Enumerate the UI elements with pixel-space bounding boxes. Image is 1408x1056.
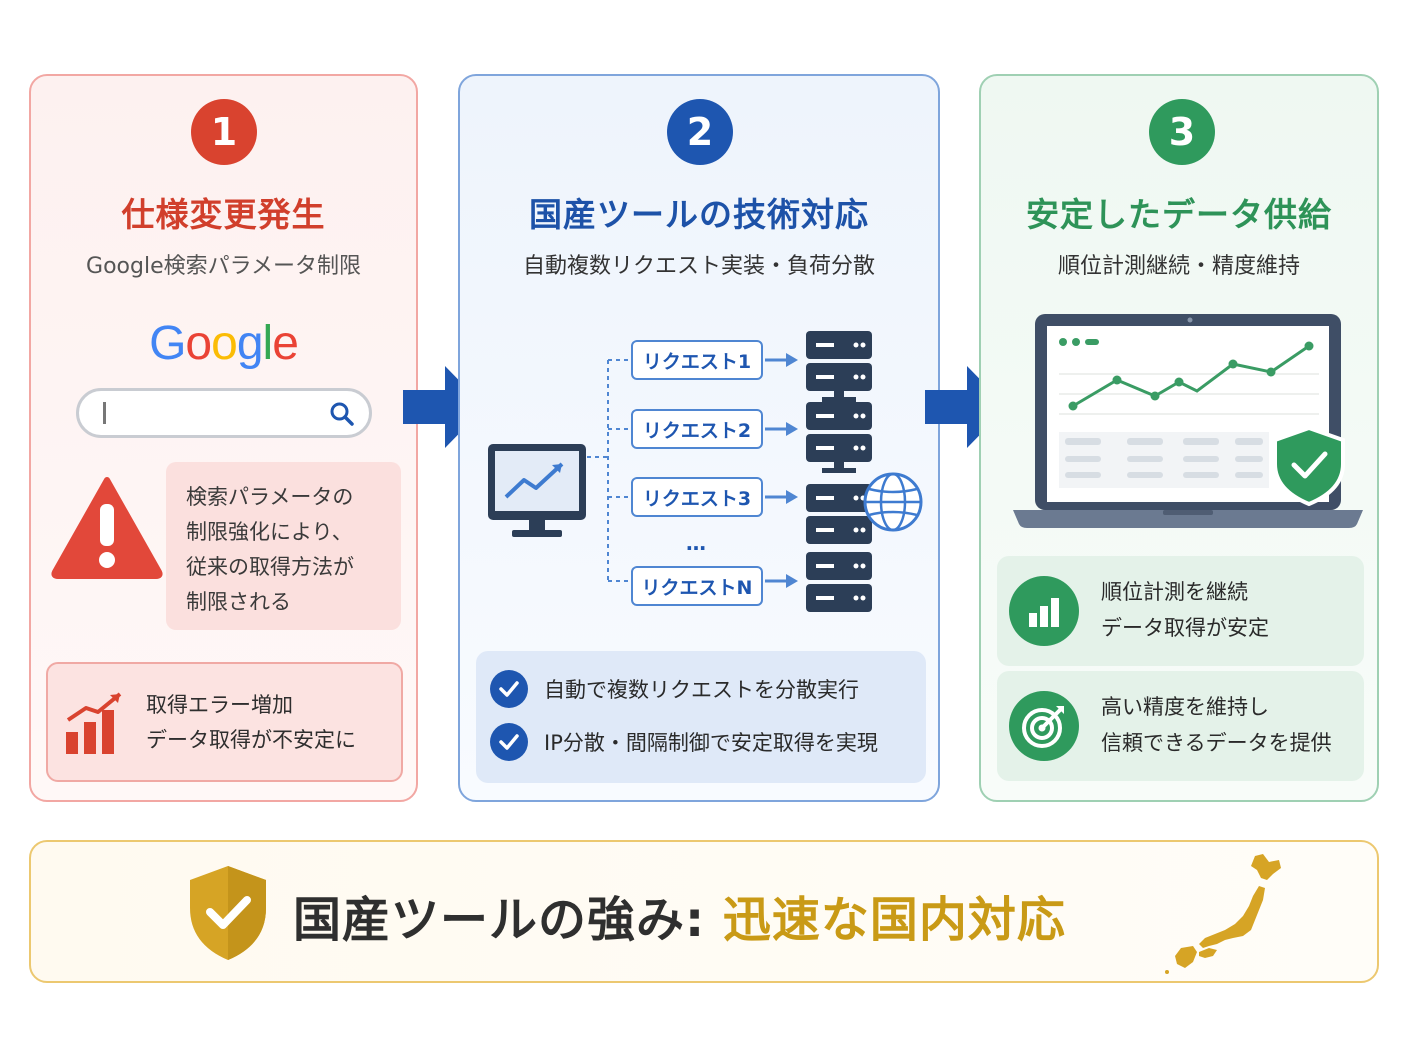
shield-check-icon [190, 866, 266, 960]
step-2-subtitle: 自動複数リクエスト実装・負荷分散 [522, 254, 875, 279]
step-2-number-badge: 2 [667, 99, 733, 165]
request-distribution-diagram [587, 331, 923, 612]
step-2-panel: 2 国産ツールの技術対応 自動複数リクエスト実装・負荷分散 [458, 74, 940, 802]
google-logo-letter: l [262, 317, 274, 370]
step-1-subtitle: Google検索パラメータ制限 [86, 254, 361, 279]
banner-prefix: 国産ツールの強み: [293, 892, 723, 948]
stat-line: 信頼できるデータを提供 [1101, 731, 1332, 755]
stat-line: 順位計測を継続 [1101, 580, 1248, 604]
monitor-icon [488, 444, 586, 537]
shield-check-icon [1273, 425, 1345, 507]
step-3-panel: 3 安定したデータ供給 順位計測継続・精度維持 [979, 74, 1379, 802]
warning-icon [51, 477, 163, 579]
bullet-item: 自動で複数リクエストを分散実行 [490, 670, 859, 708]
bar-chart-icon [1009, 576, 1079, 646]
warning-line: 制限強化により、 [186, 520, 353, 544]
server-stack-icon [806, 331, 872, 612]
error-line: 取得エラー増加 [146, 693, 293, 717]
google-logo-letter: o [185, 317, 212, 370]
banner-headline: 国産ツールの強み: 迅速な国内対応 [293, 880, 1066, 950]
check-circle-icon [490, 670, 528, 708]
step-1-panel: 1 仕様変更発生 Google検索パラメータ制限 Google 検索パラメータの… [29, 74, 418, 802]
request-box: リクエスト2 [631, 409, 763, 449]
step-1-title: 仕様変更発生 [121, 195, 326, 234]
google-logo-letter: e [272, 317, 299, 370]
check-circle-icon [490, 723, 528, 761]
warning-line: 検索パラメータの [186, 485, 354, 509]
warning-line: 制限される [186, 590, 291, 614]
text-caret [103, 402, 106, 424]
google-logo: Google [31, 316, 416, 371]
strength-banner: 国産ツールの強み: 迅速な国内対応 [29, 840, 1379, 983]
google-logo-letter: g [236, 317, 264, 370]
bullet-text: IP分散・間隔制御で安定取得を実現 [544, 731, 878, 755]
target-icon [1009, 691, 1079, 761]
laptop-dashboard-icon [1013, 314, 1363, 528]
stat-card-accuracy: 高い精度を維持し 信頼できるデータを提供 [997, 671, 1364, 781]
request-box: リクエストN [631, 566, 763, 606]
step-3-number-badge: 3 [1149, 99, 1215, 165]
error-trend-chart-icon [66, 692, 122, 754]
japan-map-icon [1165, 854, 1281, 974]
stat-line: 高い精度を維持し [1101, 695, 1269, 719]
globe-icon [863, 472, 923, 532]
ellipsis: … [686, 531, 706, 555]
search-icon [330, 402, 354, 426]
step-3-title: 安定したデータ供給 [1026, 195, 1332, 234]
step-1-number-badge: 1 [191, 99, 257, 165]
error-line: データ取得が不安定に [146, 728, 356, 752]
step-2-title: 国産ツールの技術対応 [529, 195, 869, 234]
banner-highlight: 迅速な国内対応 [722, 892, 1066, 948]
bullet-item: IP分散・間隔制御で安定取得を実現 [490, 723, 878, 761]
error-increase-box: 取得エラー増加 データ取得が不安定に [46, 662, 403, 782]
warning-line: 従来の取得方法が [186, 555, 354, 579]
stat-card-ranking: 順位計測を継続 データ取得が安定 [997, 556, 1364, 666]
warning-message: 検索パラメータの 制限強化により、 従来の取得方法が 制限される [166, 462, 401, 630]
google-logo-letter: o [211, 317, 238, 370]
tech-bullets: 自動で複数リクエストを分散実行 IP分散・間隔制御で安定取得を実現 [476, 651, 926, 783]
search-input[interactable] [76, 388, 372, 438]
bullet-text: 自動で複数リクエストを分散実行 [544, 678, 859, 702]
step-3-subtitle: 順位計測継続・精度維持 [1057, 254, 1300, 279]
google-logo-letter: G [149, 317, 186, 370]
request-box: リクエスト3 [631, 477, 763, 517]
stat-line: データ取得が安定 [1101, 616, 1269, 640]
request-box: リクエスト1 [631, 340, 763, 380]
